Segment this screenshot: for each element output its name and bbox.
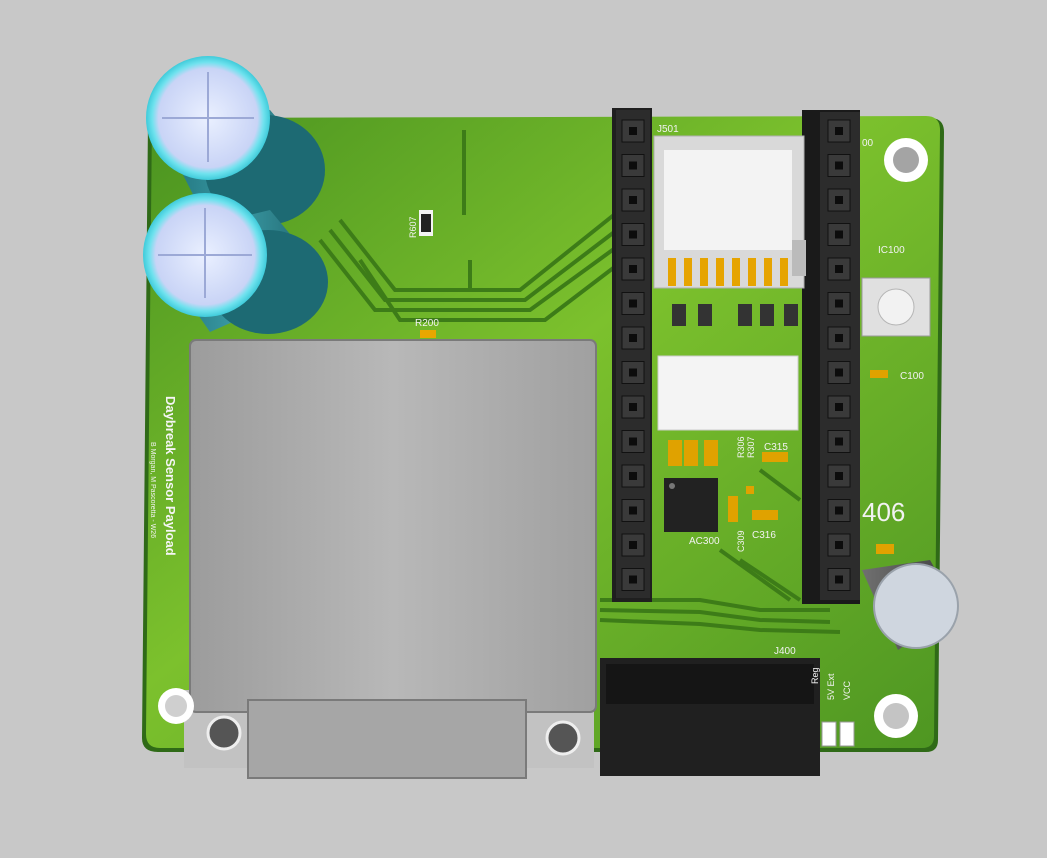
header-socket-hole [835, 230, 843, 239]
white-connector [657, 355, 799, 431]
header-socket-hole [629, 506, 637, 515]
label-r200: R200 [415, 318, 439, 329]
header-socket-hole [629, 437, 637, 446]
copper-traces [318, 130, 841, 634]
label-j501: J501 [657, 124, 679, 135]
header-socket-hole [629, 265, 637, 273]
pin-header-left [612, 108, 652, 602]
header-socket-hole [629, 196, 637, 204]
label-r307: R307 [746, 436, 756, 458]
header-socket-hole [835, 161, 843, 170]
j400-connector [600, 658, 820, 776]
header-socket-hole [629, 230, 637, 239]
label-partial-ref: 00 [862, 138, 874, 149]
pin-header-right [802, 110, 860, 604]
header-socket-hole [629, 472, 637, 480]
label-c315: C315 [764, 442, 788, 453]
label-ic100: IC100 [878, 245, 905, 256]
label-c316: C316 [752, 530, 776, 541]
electrolytic-capacitor-2 [143, 193, 328, 334]
big-label-406: 406 [862, 497, 905, 527]
header-socket-hole [835, 127, 843, 135]
label-5v-ext: 5V Ext [826, 673, 836, 700]
header-socket-hole [629, 575, 637, 584]
label-j400: J400 [774, 646, 796, 657]
label-c309: C309 [736, 530, 746, 552]
small-capacitors [668, 440, 788, 522]
header-socket-hole [835, 472, 843, 480]
header-socket-hole [835, 368, 843, 377]
header-socket-hole [629, 541, 637, 549]
header-socket-hole [629, 161, 637, 170]
header-socket-hole [835, 299, 843, 308]
header-socket-hole [835, 575, 843, 584]
buzzer [862, 560, 959, 650]
electrolytic-capacitor-1 [146, 56, 325, 225]
board-title: Daybreak Sensor Payload [163, 396, 178, 556]
label-r306: R306 [736, 436, 746, 458]
header-socket-hole [629, 127, 637, 135]
c100-capacitor [870, 370, 888, 378]
header-socket-hole [629, 368, 637, 377]
r200-resistor [420, 330, 436, 338]
header-socket-hole [629, 299, 637, 308]
header-socket-hole [835, 506, 843, 515]
header-socket-hole [629, 403, 637, 411]
label-vcc: VCC [842, 680, 852, 700]
buzzer-pad [876, 544, 894, 554]
label-reg: Reg [810, 667, 820, 684]
label-r607: R607 [408, 216, 418, 238]
header-socket-hole [835, 196, 843, 204]
header-socket-hole [835, 265, 843, 273]
header-socket-hole [835, 437, 843, 446]
header-socket-hole [629, 334, 637, 342]
header-socket-hole [835, 334, 843, 342]
passive-row [672, 304, 798, 326]
status-leds [821, 721, 855, 747]
header-socket-hole [835, 541, 843, 549]
label-ac300: AC300 [689, 536, 720, 547]
rf-shield-module [184, 339, 597, 779]
header-socket-hole [835, 403, 843, 411]
label-c100: C100 [900, 371, 924, 382]
board-authors: B Morgan, M Pascoretta - W26 [149, 442, 156, 538]
sd-card-slot [653, 135, 806, 289]
